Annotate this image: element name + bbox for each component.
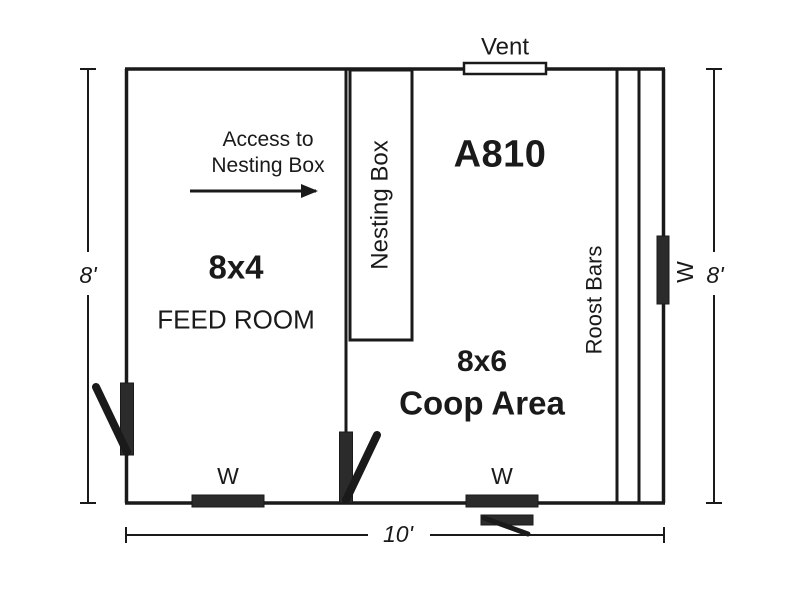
- dimension-right: [706, 68, 722, 504]
- dimension-left: [80, 68, 96, 504]
- window-label-right-wall: W: [672, 261, 699, 283]
- door-swing-arc: [342, 431, 381, 504]
- feed-room-name-label: FEED ROOM: [157, 304, 315, 335]
- window-bottom-left: [191, 494, 265, 508]
- plan-id-label: A810: [453, 133, 547, 176]
- pop-door-swing: [481, 515, 531, 537]
- coop-area-name-label: Coop Area: [399, 384, 565, 422]
- vent-rect: [462, 61, 548, 76]
- window-bottom-right: [465, 494, 539, 508]
- feed-room-size-label: 8x4: [208, 248, 264, 286]
- roost-bars-label: Roost Bars: [581, 245, 607, 355]
- door-interior-partition: [339, 431, 381, 504]
- vent-label: Vent: [480, 33, 530, 61]
- nesting-box-enclosure: [348, 68, 414, 342]
- dimension-left-label: 8': [79, 262, 97, 289]
- door-swing-arc: [92, 383, 131, 456]
- vent-symbol: [462, 61, 548, 76]
- roost-bars: [615, 70, 641, 503]
- window-symbol: [656, 235, 670, 305]
- window-label-bottom-right: W: [491, 463, 513, 490]
- nesting-box-label: Nesting Box: [366, 140, 394, 270]
- access-label-line2: Nesting Box: [211, 154, 325, 178]
- access-label-line1: Access to: [222, 128, 314, 152]
- arrow-head: [301, 184, 318, 198]
- window-label-bottom-left: W: [217, 463, 239, 490]
- dimension-bottom: [125, 527, 665, 543]
- coop-area-size-label: 8x6: [456, 345, 508, 379]
- dimension-right-label: 8': [706, 262, 724, 289]
- window-right-wall: [656, 235, 670, 305]
- access-arrow: [190, 184, 318, 198]
- window-symbol: [191, 494, 265, 508]
- nesting-box-rect: [348, 68, 414, 342]
- dimension-bottom-label: 10': [383, 521, 413, 548]
- window-symbol: [465, 494, 539, 508]
- door-left-exterior: [92, 382, 134, 456]
- pop-door-bottom: [480, 514, 534, 537]
